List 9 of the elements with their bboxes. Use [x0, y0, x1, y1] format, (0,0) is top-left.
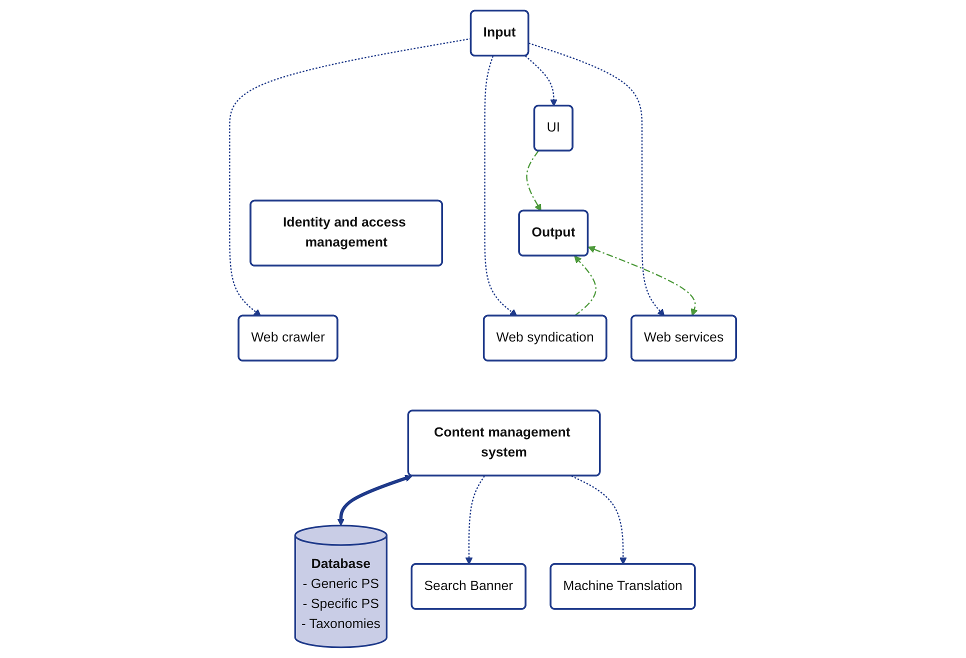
arrow — [465, 476, 486, 565]
arrow — [528, 42, 665, 316]
arrow — [337, 474, 412, 526]
arrow — [484, 56, 518, 316]
arrow — [526, 150, 542, 212]
arrow — [571, 475, 627, 565]
arrow — [574, 256, 597, 317]
arrow — [588, 246, 698, 316]
arrow — [525, 56, 558, 106]
